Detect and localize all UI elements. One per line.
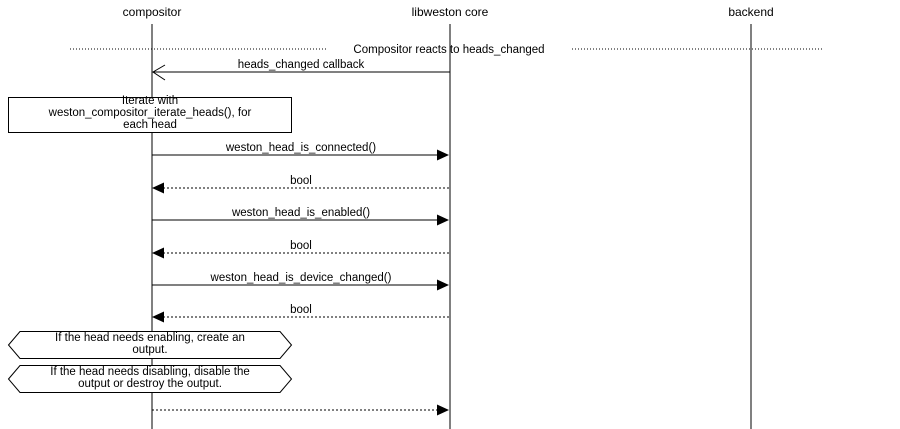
arrowhead-filled-weston-head-is-device-changed	[437, 279, 449, 291]
note-iterate-heads-box	[8, 97, 292, 133]
arrowhead-filled-bool-return-3	[152, 311, 164, 323]
note-iterate-heads: Iterate with weston_compositor_iterate_h…	[8, 95, 292, 133]
message-bool-return-2[interactable]: bool	[152, 240, 449, 259]
arrowhead-filled-bool-return-1	[152, 182, 164, 194]
message-unlabeled-return[interactable]	[152, 404, 449, 416]
condition-disable-head-line-1: If the head needs disabling, disable the	[50, 366, 249, 378]
message-bool-return-1[interactable]: bool	[152, 175, 449, 194]
note-iterate-heads-line-1: Iterate with	[122, 95, 178, 107]
message-weston-head-is-device-changed[interactable]: weston_head_is_device_changed()	[152, 272, 449, 291]
condition-disable-head: If the head needs disabling, disable the…	[7, 365, 293, 393]
condition-enable-head-shape	[7, 331, 293, 359]
lifeline-label-backend: backend	[728, 5, 773, 19]
condition-disable-head-shape	[7, 365, 293, 393]
condition-enable-head-line-1: If the head needs enabling, create an	[55, 332, 245, 344]
arrowhead-open-heads-changed-callback	[152, 64, 166, 81]
message-label-bool-return-3: bool	[290, 304, 312, 316]
condition-enable-head: If the head needs enabling, create an ou…	[7, 331, 293, 359]
divider-compositor-reacts: Compositor reacts to heads_changed	[70, 44, 823, 56]
message-weston-head-is-enabled[interactable]: weston_head_is_enabled()	[152, 207, 449, 226]
message-label-bool-return-1: bool	[290, 175, 312, 187]
message-label-weston-head-is-connected: weston_head_is_connected()	[225, 142, 376, 154]
message-heads-changed-callback[interactable]: heads_changed callback	[152, 59, 450, 81]
condition-enable-head-line-2: output.	[132, 344, 167, 356]
note-iterate-heads-line-2: weston_compositor_iterate_heads(), for	[48, 107, 252, 119]
lifeline-label-compositor: compositor	[123, 5, 182, 19]
arrowhead-filled-weston-head-is-enabled	[437, 214, 449, 226]
arrowhead-filled-weston-head-is-connected	[437, 149, 449, 161]
lifeline-compositor[interactable]: compositor	[123, 5, 182, 429]
arrowhead-filled-unlabeled-return	[437, 404, 449, 416]
message-weston-head-is-connected[interactable]: weston_head_is_connected()	[152, 142, 449, 161]
condition-disable-head-line-2: output or destroy the output.	[78, 378, 222, 390]
divider-label: Compositor reacts to heads_changed	[353, 44, 544, 56]
lifeline-label-libweston-core: libweston core	[412, 5, 489, 19]
note-iterate-heads-line-3: each head	[123, 119, 177, 131]
arrowhead-filled-bool-return-2	[152, 247, 164, 259]
message-label-weston-head-is-device-changed: weston_head_is_device_changed()	[210, 272, 392, 284]
message-bool-return-3[interactable]: bool	[152, 304, 449, 323]
lifeline-libweston-core[interactable]: libweston core	[412, 5, 489, 429]
lifeline-backend[interactable]: backend	[728, 5, 774, 429]
message-label-heads-changed-callback: heads_changed callback	[238, 59, 365, 71]
message-label-bool-return-2: bool	[290, 240, 312, 252]
message-label-weston-head-is-enabled: weston_head_is_enabled()	[231, 207, 370, 219]
